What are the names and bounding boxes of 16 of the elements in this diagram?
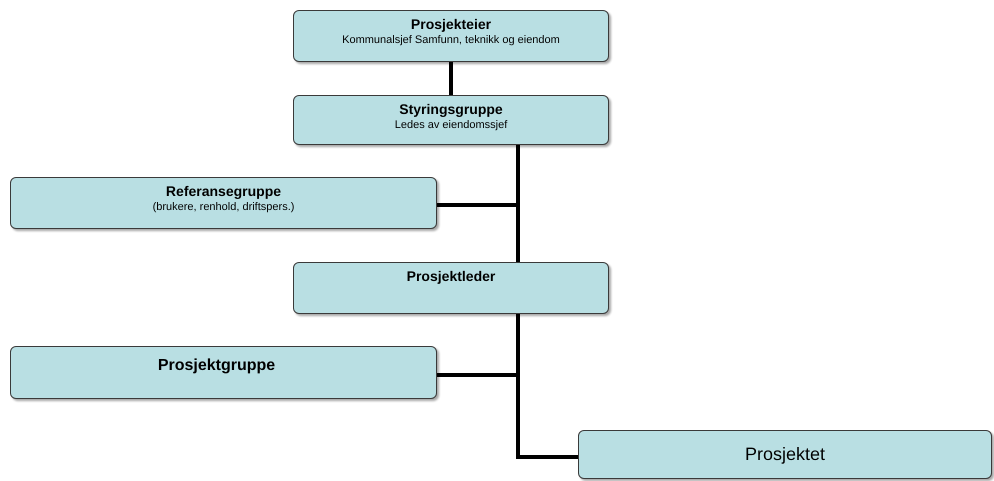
box-title: Styringsgruppe: [399, 100, 503, 118]
org-box: [293, 10, 609, 62]
connector-line: [449, 62, 453, 95]
box-subtitle: Kommunalsjef Samfunn, teknikk og eiendom: [342, 33, 560, 48]
box-title: Prosjektet: [744, 445, 826, 463]
box-subtitle: (brukere, renhold, driftspers.): [152, 200, 294, 215]
org-box: [578, 430, 992, 479]
box-title: Prosjekteier: [410, 15, 492, 33]
box-subtitle: Ledes av eiendomssjef: [394, 118, 508, 133]
box-title: Prosjektleder: [406, 267, 496, 285]
org-box: [293, 95, 609, 145]
org-box: [10, 346, 437, 399]
box-title: Referansegruppe: [166, 182, 282, 200]
org-box: [293, 262, 609, 314]
org-box: [10, 177, 437, 229]
box-title: Prosjektgruppe: [158, 357, 276, 375]
